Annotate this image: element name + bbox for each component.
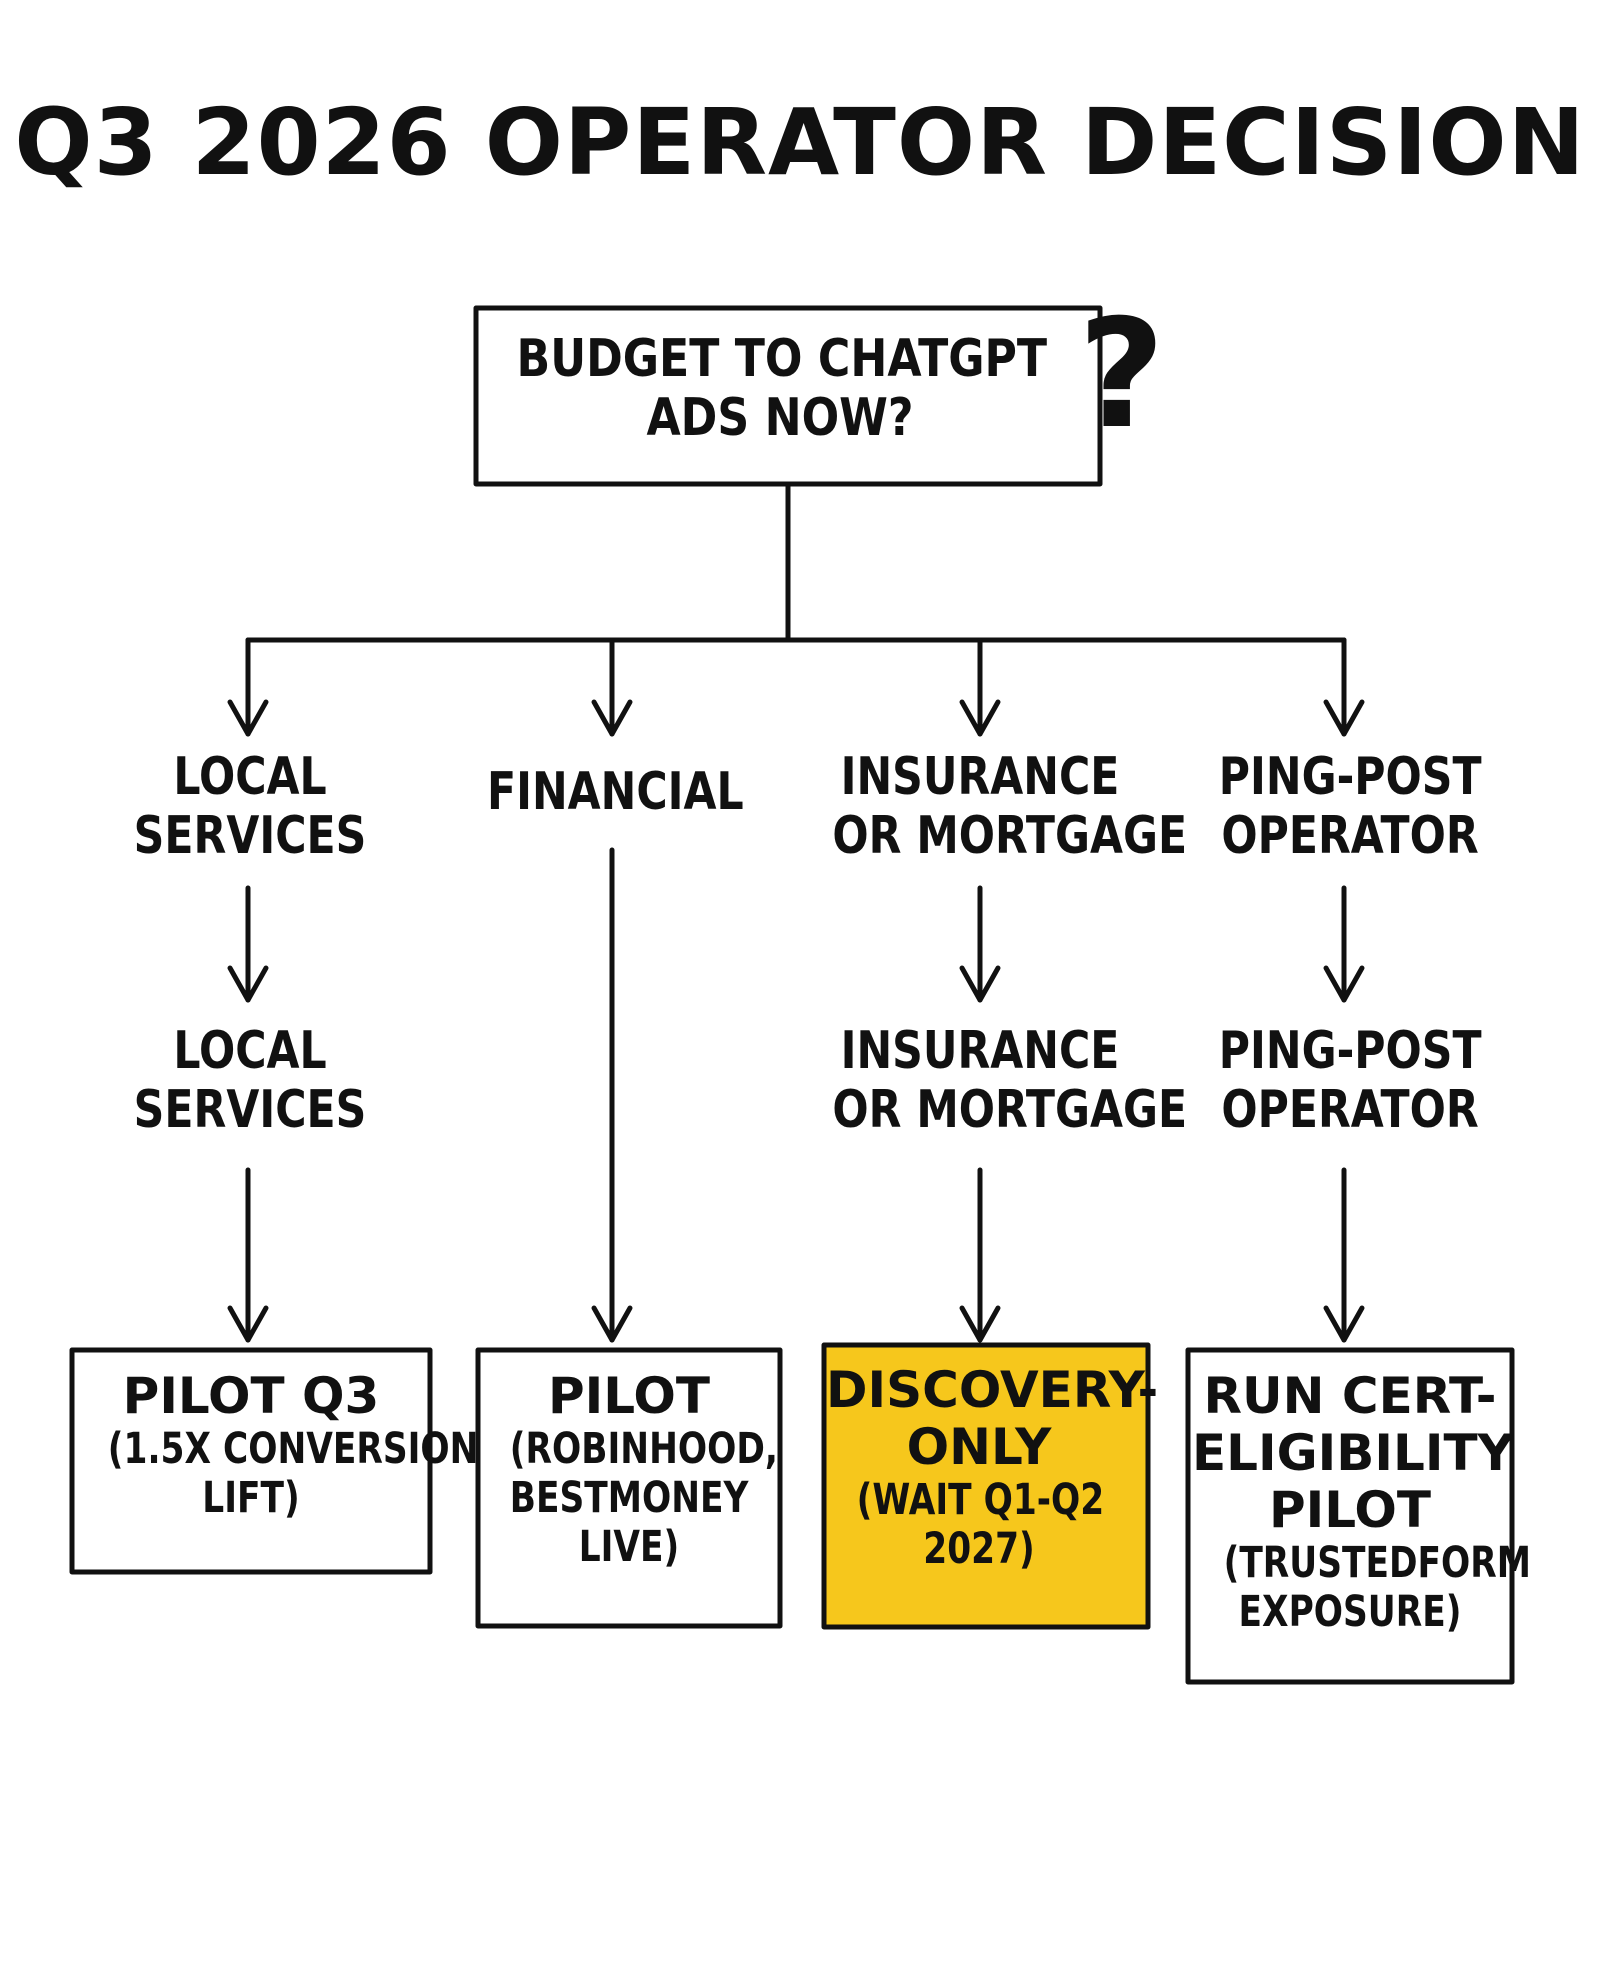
category-repeat-insurance-mortgage: INSURANCE OR MORTGAGE [832,1021,1188,1141]
question-box [473,305,1103,487]
local-services-outcome-arrow-arrowhead-icon [227,1305,269,1343]
local-services-arrow-arrowhead-icon [227,965,269,1003]
outcome-box-local-services [69,1347,433,1575]
outcome-ping-post: RUN CERT- ELIGIBILITY PILOT (TRUSTEDFORM… [1192,1367,1531,1638]
branch-arrow-2-arrowhead-icon [591,699,633,737]
insurance-outcome-arrow-arrowhead-icon [959,1305,1001,1343]
question-line-1: BUDGET TO CHATGPT [516,329,1048,389]
financial-outcome-arrow-arrowhead-icon [591,1305,633,1343]
insurance-mortgage-arrow-arrowhead-icon [959,965,1001,1003]
category-label-local-services: LOCAL SERVICES [133,747,367,867]
branch-arrow-1-arrowhead-icon [227,699,269,737]
question-line-2: ADS NOW? [646,388,914,449]
ping-post-arrow-arrowhead-icon [1323,965,1365,1003]
question-mark-icon: ? [1078,288,1166,462]
question-node-text: BUDGET TO CHATGPT ADS NOW? [470,329,1090,449]
category-label-insurance-mortgage: INSURANCE OR MORTGAGE [832,747,1188,867]
outcome-insurance-mortgage: DISCOVERY- ONLY (WAIT Q1-Q2 2027) [826,1361,1159,1575]
branch-arrow-4-arrowhead-icon [1323,699,1365,737]
outcome-box-financial [475,1347,783,1629]
category-repeat-ping-post: PING-POST OPERATOR [1218,1021,1482,1141]
outcome-box-ping-post [1185,1347,1515,1685]
outcome-box-insurance-mortgage [821,1342,1151,1630]
ping-post-outcome-arrow-arrowhead-icon [1323,1305,1365,1343]
category-repeat-local-services: LOCAL SERVICES [133,1021,367,1141]
category-label-financial: FINANCIAL [487,762,744,822]
category-label-ping-post: PING-POST OPERATOR [1218,747,1482,867]
outcome-financial: PILOT (ROBINHOOD, BESTMONEY LIVE) [509,1367,778,1573]
page-title: Q3 2026 OPERATOR DECISION [14,89,1586,196]
outcome-local-services: PILOT Q3 (1.5X CONVERSION LIFT) [107,1367,479,1524]
branch-arrow-3-arrowhead-icon [959,699,1001,737]
